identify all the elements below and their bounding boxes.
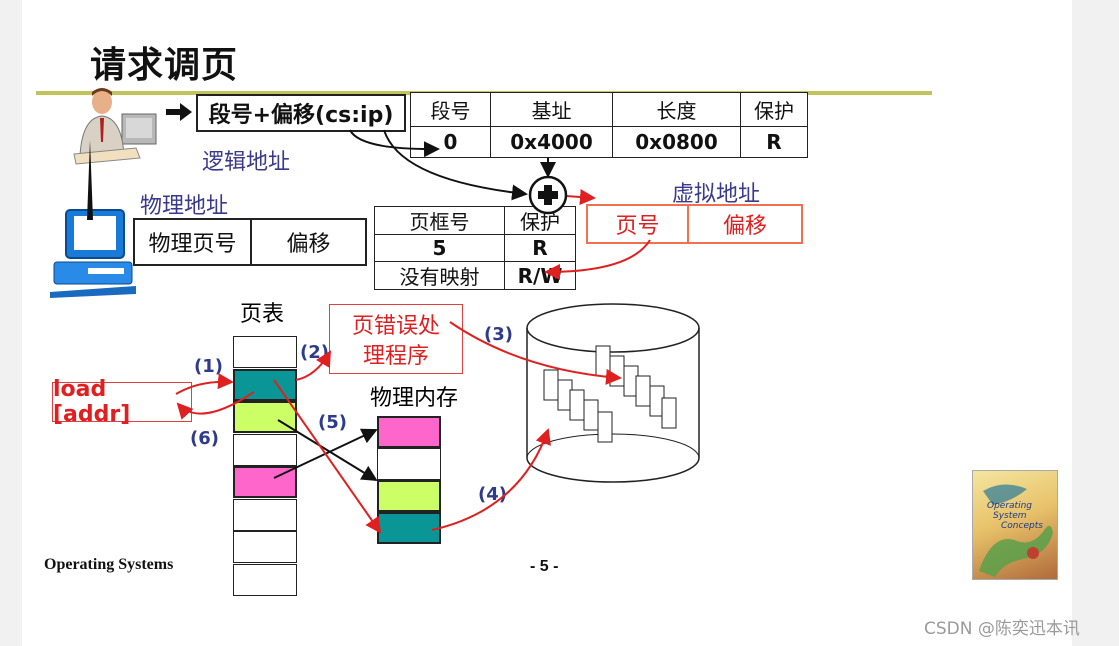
page-title: 请求调页 [90,45,239,86]
frame-header: 保护 [505,207,575,235]
page-frame-table: 页框号 保护 5 R 没有映射 R/W [374,206,576,290]
physical-address-box: 物理页号 偏移 [133,218,367,266]
page-table-entry [233,563,297,596]
step-label: (1) [194,356,223,377]
fault-handler-line: 页错误处 [351,314,440,339]
adder-icon [528,175,568,215]
step-label: (5) [318,412,347,433]
connector-line [87,140,93,220]
page-table-entry [233,433,297,466]
page-table-entry [233,401,297,433]
frame-cell: 5 [375,235,505,262]
logical-address-label: 逻辑地址 [202,150,291,175]
segment-cell: 0 [411,127,491,157]
segment-cell: 0x0800 [613,127,741,157]
step-5-arrow [273,379,382,534]
segment-header: 段号 [411,93,491,127]
step-label: (3) [484,324,513,345]
page-table-label: 页表 [240,302,285,327]
page-table-entry [233,498,297,531]
segment-table: 段号 基址 长度 保护 0 0x4000 0x0800 R [410,92,808,158]
person-at-desk-icon [73,88,157,165]
footer-course: Operating Systems [44,556,174,573]
arrow-virtual-to-table [544,239,651,280]
frame-cell: R [505,235,575,262]
watermark: CSDN @陈奕迅本讯 [924,619,1080,639]
memory-frame [377,416,441,448]
virtual-offset-field: 偏移 [722,214,767,239]
logical-address-box: 段号+偏移(cs:ip) [196,94,406,132]
memory-frame [377,448,441,480]
page-table-entry [233,368,297,401]
memory-frame [377,512,441,544]
computer-icon [50,209,136,298]
arrow-right-icon [166,103,192,121]
step-6-arrow [176,391,255,420]
step-3-arrow [449,321,622,385]
segment-header: 长度 [613,93,741,127]
physical-offset-field: 偏移 [286,232,331,257]
fault-handler-line: 理程序 [362,344,429,369]
frame-cell: 没有映射 [375,262,505,289]
arrow-offset-to-adder [383,129,528,201]
step-2-arrow [295,350,332,381]
step-4-arrow [431,428,551,531]
arrow-pt-to-mem [277,419,378,482]
disk-cylinder [526,303,700,483]
physical-address-label: 物理地址 [140,194,229,219]
virtual-address-label: 虚拟地址 [672,182,761,207]
step-1-arrow [175,373,234,395]
arrow-adder-to-virtual [565,189,596,205]
physical-page-field: 物理页号 [135,220,252,264]
page-table-entry [233,336,297,368]
arrow-to-segment-table [349,129,440,158]
virtual-page-field: 页号 [588,206,689,242]
page-table-entry [233,531,297,563]
load-instruction-box: load [addr] [52,377,192,427]
segment-cell: 0x4000 [491,127,613,157]
segment-header: 保护 [741,93,807,127]
footer-page: - 5 - [530,558,559,575]
virtual-address-box: 页号 偏移 [586,204,803,244]
segment-cell: R [766,130,782,154]
segment-header: 基址 [491,93,613,127]
book-title: Operating System Concepts [987,501,1043,531]
physical-memory-label: 物理内存 [370,386,459,411]
memory-frame [377,480,441,512]
page-fault-handler-box: 页错误处 理程序 [329,304,463,374]
step-label: (6) [190,428,219,449]
dinosaur-icon [979,484,1053,577]
book-cover-image: Operating System Concepts [972,470,1058,580]
frame-header: 页框号 [375,207,505,235]
